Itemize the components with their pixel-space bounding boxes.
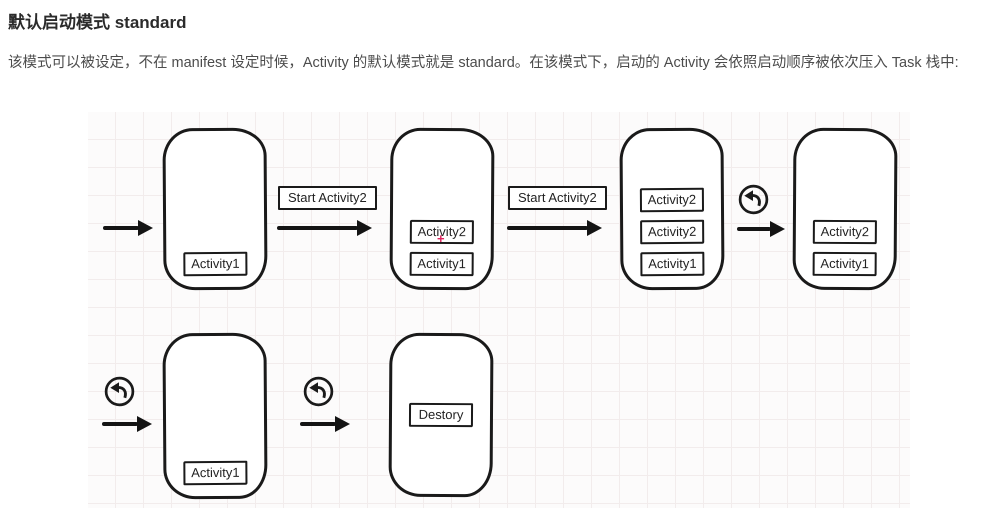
- activity-stack: Activity2 Activity1: [393, 219, 491, 277]
- flow-arrow-2: [277, 220, 372, 236]
- start-activity2-label-1: Start Activity2: [278, 186, 377, 210]
- flow-arrow-3: [507, 220, 602, 236]
- task-phone-1: Activity1: [162, 127, 268, 291]
- body-paragraph: 该模式可以被设定，不在 manifest 设定时候，Activity 的默认模式…: [8, 55, 959, 71]
- diagram-canvas: Activity1 Start Activity2 Activity2 Acti…: [88, 112, 910, 508]
- activity-box: Activity1: [812, 251, 877, 277]
- cursor-plus-icon: +: [437, 231, 445, 246]
- activity-stack: Activity1: [166, 251, 264, 277]
- activity-box: Activity2: [639, 187, 705, 213]
- activity-stack: Activity2 Activity1: [796, 219, 894, 277]
- activity-stack: Activity2 Activity2 Activity1: [623, 187, 722, 277]
- destory-box: Destory: [408, 402, 474, 428]
- activity-box: Activity1: [183, 460, 248, 486]
- activity-stack: Activity1: [166, 460, 264, 486]
- back-arrow-icon: [303, 376, 334, 407]
- flow-arrow-6: [300, 416, 350, 432]
- activity-box: Activity1: [183, 251, 248, 277]
- task-phone-3: Activity2 Activity2 Activity1: [619, 127, 725, 291]
- page-title: 默认启动模式 standard: [8, 13, 187, 32]
- task-phone-2: Activity2 Activity1: [389, 127, 495, 291]
- flow-arrow-5: [102, 416, 152, 432]
- activity-box: Activity1: [409, 251, 474, 277]
- task-phone-6: Destory: [388, 332, 494, 498]
- activity-box: Activity2: [640, 219, 705, 245]
- task-phone-5: Activity1: [162, 332, 268, 500]
- activity-box: Activity1: [640, 251, 705, 277]
- task-phone-4: Activity2 Activity1: [792, 127, 898, 291]
- start-activity2-label-2: Start Activity2: [508, 186, 607, 210]
- flow-arrow-4: [737, 221, 785, 237]
- flow-arrow-1: [103, 220, 153, 236]
- activity-box: Activity2: [812, 219, 877, 245]
- activity-stack: Destory: [392, 402, 490, 428]
- back-arrow-icon: [738, 184, 769, 215]
- back-arrow-icon: [104, 376, 135, 407]
